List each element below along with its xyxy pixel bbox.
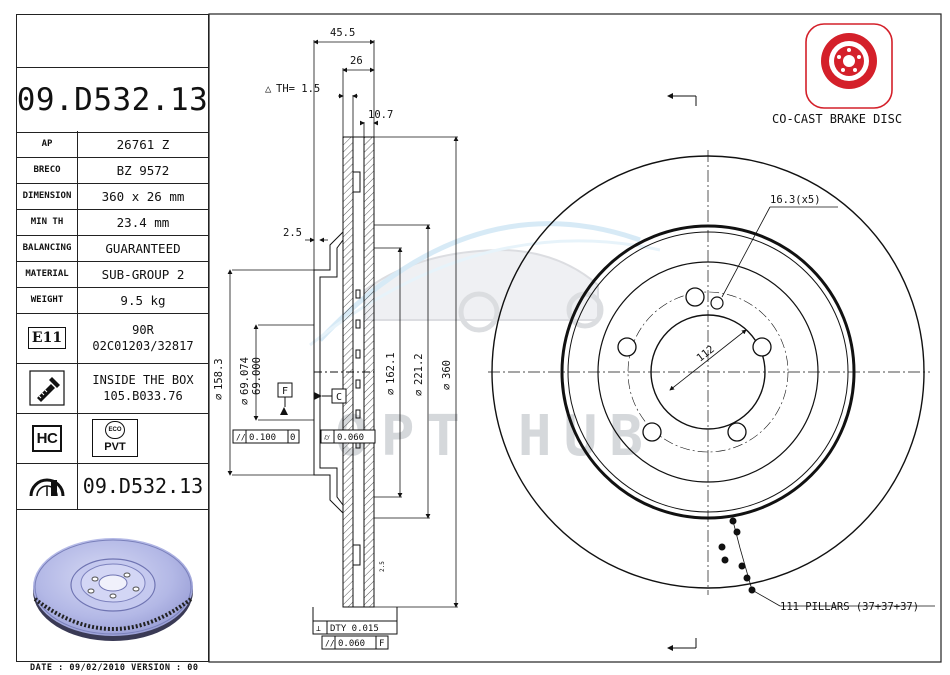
datum-labels: F C // 0.100 0 ⌭ 0.060 ⊥ DTY 0.015 // 0.… xyxy=(232,382,398,650)
watermark-text: OPT HUB xyxy=(335,404,655,469)
dim-2-5: 2.5 xyxy=(283,227,302,239)
pvt-badge-top: ECO xyxy=(105,421,125,439)
dim-small: 2.5 xyxy=(379,561,386,572)
tol-dty: DTY 0.015 xyxy=(330,624,379,634)
dim-158-3: 158.3 xyxy=(213,358,225,390)
front-view xyxy=(488,93,935,651)
tol-2: 0.060 xyxy=(337,433,364,443)
dimension-lines xyxy=(227,39,459,608)
bolt-hole-label: 16.3(x5) xyxy=(770,194,821,206)
spec-value: 9.5 kg xyxy=(120,292,166,308)
screw-icon-cell xyxy=(17,363,78,413)
tol-3-ref: F xyxy=(379,639,384,649)
datum-f: F xyxy=(282,386,288,397)
disc-photo xyxy=(17,509,208,661)
spec-value: BZ 9572 xyxy=(116,162,170,178)
dim-45-5: 45.5 xyxy=(330,27,355,39)
dim-360-prefix: ⌀ xyxy=(441,384,453,390)
spec-value: 23.4 mm xyxy=(116,214,170,230)
spec-row-dimension: DIMENSION 360 x 26 mm xyxy=(17,183,208,210)
dim-221-2-prefix: ⌀ xyxy=(413,390,425,396)
spec-value: 360 x 26 mm xyxy=(101,188,185,204)
approval-badge-cell: E11 xyxy=(17,313,78,363)
spec-row-breco: BRECO BZ 9572 xyxy=(17,157,208,184)
ref-number: 09.D532.13 xyxy=(82,474,204,498)
flatness-symbol: // xyxy=(236,433,246,442)
spec-row-material: MATERIAL SUB-GROUP 2 xyxy=(17,261,208,288)
spec-key: BRECO xyxy=(17,157,78,183)
hc-cell: HC xyxy=(17,413,78,463)
dty-symbol: ⊥ xyxy=(316,624,321,633)
spec-panel: 09.D532.13 AP 26761 Z BRECO BZ 9572 DIMENS… xyxy=(16,14,209,662)
parallel-symbol: // xyxy=(325,639,335,648)
tol-1: 0.100 xyxy=(249,433,276,443)
e11-approval-icon: E11 xyxy=(27,327,67,349)
spec-row-balancing: BALANCING GUARANTEED xyxy=(17,235,208,262)
spec-key: AP xyxy=(17,131,78,157)
dim-162-1-prefix: ⌀ xyxy=(385,389,397,395)
approval-line-2: 02C01203/32817 xyxy=(92,339,194,353)
spec-key: WEIGHT xyxy=(17,287,78,313)
drawing-frame xyxy=(208,13,942,663)
dim-69-074-prefix: ⌀ xyxy=(239,399,251,405)
pcd-label: 112 xyxy=(694,343,716,364)
front-view-labels: 16.3(x5) 112 111 PILLARS (37+37+37) xyxy=(694,194,919,613)
datum-c: C xyxy=(336,392,342,403)
spec-row-ap: AP 26761 Z xyxy=(17,131,208,158)
spec-value: SUB-GROUP 2 xyxy=(101,266,185,282)
approval-line-1: 90R xyxy=(132,323,154,337)
watermark-logo xyxy=(309,221,661,347)
dim-26: 26 xyxy=(350,55,363,67)
screw-icon xyxy=(29,370,65,406)
hc-badge-icon: HC xyxy=(31,424,63,452)
dimension-labels: 45.5 26 △ TH= 1.5 10.7 2.5 ⌀ 158.3 ⌀ 69.… xyxy=(213,27,453,572)
badge-row: HC ECO PVT xyxy=(17,413,208,464)
inside-box-line-1: INSIDE THE BOX xyxy=(92,373,194,387)
pillars-label: 111 PILLARS (37+37+37) xyxy=(780,601,919,613)
dim-th-prefix: △ xyxy=(265,83,272,95)
cylindricity-symbol: ⌭ xyxy=(324,433,330,442)
spec-key: MATERIAL xyxy=(17,261,78,287)
dim-221-2: 221.2 xyxy=(413,353,425,385)
disc-profile-icon xyxy=(29,478,65,497)
inside-box-row: INSIDE THE BOX 105.B033.76 xyxy=(17,363,208,414)
dim-360: 360 xyxy=(441,360,453,379)
spec-row-min-th: MIN TH 23.4 mm xyxy=(17,209,208,236)
approval-row: E11 90R 02C01203/32817 xyxy=(17,313,208,364)
inside-box-line-2: 105.B033.76 xyxy=(103,389,183,403)
dim-69-000: 69.000 xyxy=(251,357,263,395)
part-number: 09.D532.13 xyxy=(17,67,208,133)
spec-key: DIMENSION xyxy=(17,183,78,209)
dim-162-1: 162.1 xyxy=(385,352,397,384)
section-view xyxy=(313,136,375,608)
date-version: DATE : 09/02/2010 VERSION : 00 xyxy=(30,663,199,673)
pvt-badge-icon: ECO PVT xyxy=(92,419,138,457)
tol-1-ref: 0 xyxy=(290,433,295,443)
tol-3: 0.060 xyxy=(338,639,365,649)
spec-value: GUARANTEED xyxy=(105,240,181,256)
spec-row-weight: WEIGHT 9.5 kg xyxy=(17,287,208,314)
dim-69-074: 69.074 xyxy=(239,357,251,395)
brake-disc-image xyxy=(33,538,193,641)
spec-key: BALANCING xyxy=(17,235,78,261)
spec-value: 26761 Z xyxy=(116,136,170,152)
disc-profile-icon-cell xyxy=(17,463,78,509)
drawing-title: CO-CAST BRAKE DISC xyxy=(772,112,902,126)
dim-10-7: 10.7 xyxy=(368,109,393,121)
dim-th: TH= 1.5 xyxy=(276,83,320,95)
co-cast-logo xyxy=(805,23,893,109)
dim-158-3-prefix: ⌀ xyxy=(213,394,225,400)
spec-key: MIN TH xyxy=(17,209,78,235)
pvt-badge-label: PVT xyxy=(104,441,126,453)
ref-row: 09.D532.13 xyxy=(17,463,208,510)
